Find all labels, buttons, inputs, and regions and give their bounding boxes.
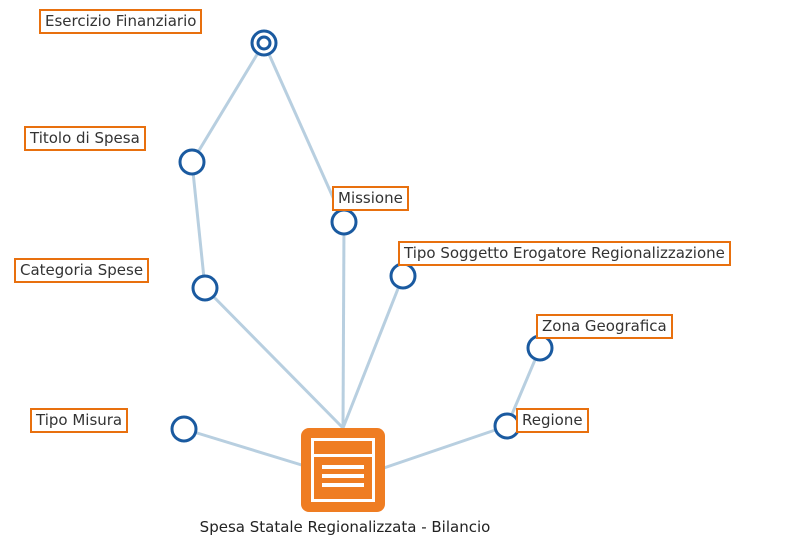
node-tipo-misura[interactable] <box>170 415 198 443</box>
edge-center-tipo-misura <box>183 427 319 472</box>
label-categoria[interactable]: Categoria Spese <box>14 258 150 283</box>
label-regione[interactable]: Regione <box>516 408 589 433</box>
edge-center-regione <box>371 424 508 474</box>
edge-regione-zona <box>505 347 542 427</box>
node-zona[interactable] <box>526 334 554 362</box>
node-esercizio[interactable] <box>250 29 278 57</box>
label-titolo[interactable]: Titolo di Spesa <box>24 126 146 151</box>
label-esercizio[interactable]: Esercizio Finanziario <box>39 9 203 34</box>
edge-categoria-titolo <box>190 161 207 289</box>
dataset-table-icon[interactable] <box>301 428 385 512</box>
label-zona[interactable]: Zona Geografica <box>536 314 673 339</box>
dataset-title: Spesa Statale Regionalizzata - Bilancio <box>199 518 491 536</box>
node-tipo-soggetto[interactable] <box>389 262 417 290</box>
label-missione[interactable]: Missione <box>332 186 409 211</box>
label-tipo-soggetto[interactable]: Tipo Soggetto Erogatore Regionalizzazion… <box>398 241 731 266</box>
edge-center-missione <box>341 221 346 429</box>
node-titolo[interactable] <box>178 148 206 176</box>
edge-center-tipo-soggetto <box>341 275 405 429</box>
node-categoria[interactable] <box>191 274 219 302</box>
edge-center-categoria <box>203 286 345 430</box>
edge-esercizio-missione <box>262 42 346 223</box>
edge-titolo-esercizio <box>190 42 266 163</box>
label-tipo-misura[interactable]: Tipo Misura <box>30 408 129 433</box>
node-missione[interactable] <box>330 208 358 236</box>
